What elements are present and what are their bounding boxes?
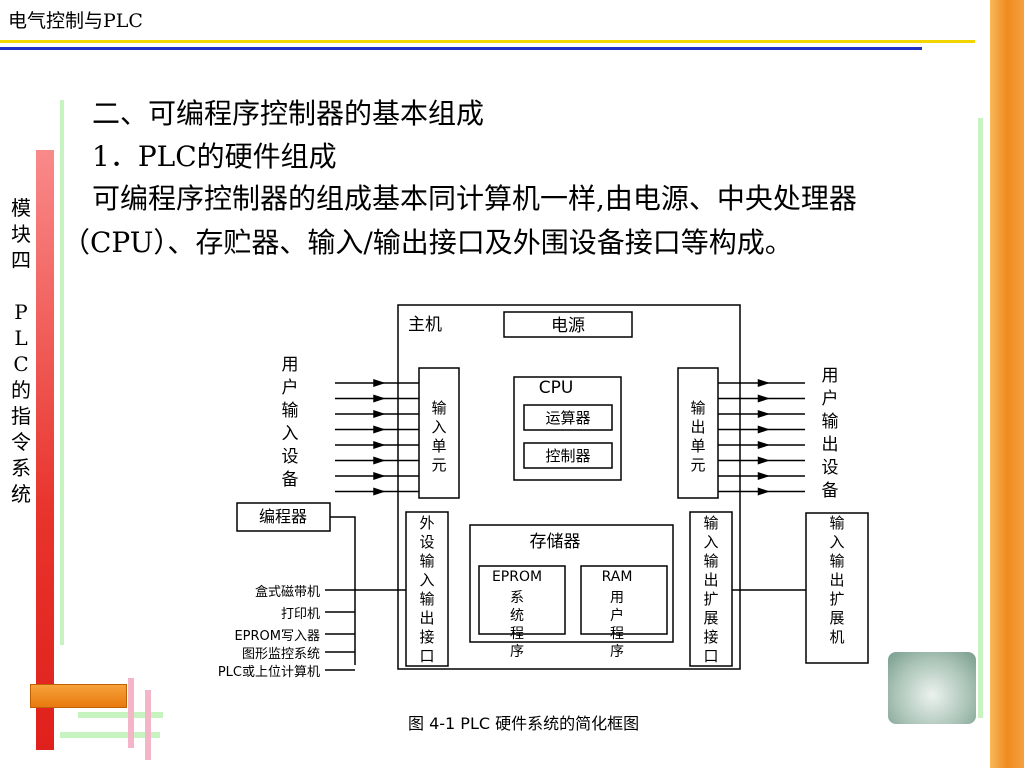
host-box bbox=[397, 304, 741, 670]
arrow-head bbox=[373, 394, 386, 403]
green-bar-decoration bbox=[78, 712, 163, 718]
arrow-head bbox=[757, 471, 770, 481]
host-label: 主机 bbox=[408, 315, 442, 335]
peripheral-interface-label: 外设输入输出接口 bbox=[419, 514, 434, 665]
orange-block-decoration bbox=[30, 684, 127, 708]
memory-label: 存储器 bbox=[530, 532, 581, 552]
header-blue-line bbox=[0, 47, 922, 50]
eprom-sub-label: 系统程序 bbox=[510, 590, 524, 660]
device-label: 图形监控系统 bbox=[242, 647, 320, 662]
pink-bar-decoration-2 bbox=[145, 690, 151, 760]
arrow-head bbox=[373, 440, 386, 450]
subsection-heading: 1．PLC的硬件组成 bbox=[92, 140, 337, 173]
header-title: 电气控制与PLC bbox=[8, 10, 143, 32]
arrow-head bbox=[757, 456, 770, 465]
arrow-head bbox=[373, 487, 386, 496]
alu-label: 运算器 bbox=[545, 409, 590, 427]
arrow-head bbox=[757, 394, 770, 403]
device-label: 盒式磁带机 bbox=[255, 584, 320, 600]
arrow-head bbox=[757, 378, 770, 388]
ram-sub-label: 用户程序 bbox=[610, 590, 624, 660]
eprom-box bbox=[478, 565, 566, 635]
power-label: 电源 bbox=[551, 316, 585, 336]
alu-box bbox=[523, 404, 613, 431]
header-yellow-line bbox=[0, 40, 975, 43]
output-unit-label: 输出单元 bbox=[690, 399, 705, 474]
io-expansion-interface-box bbox=[689, 511, 733, 667]
green-bar-decoration-2 bbox=[60, 732, 160, 738]
power-box bbox=[503, 311, 633, 338]
memory-box bbox=[469, 524, 674, 643]
pink-bar-decoration bbox=[128, 678, 134, 748]
input-unit-box bbox=[418, 367, 460, 499]
io-expansion-unit-label: 输入输出扩展机 bbox=[829, 514, 844, 646]
device-label: 打印机 bbox=[281, 607, 320, 622]
controller-box bbox=[523, 442, 613, 469]
ram-box bbox=[580, 565, 668, 635]
left-decorative-bar bbox=[36, 150, 54, 750]
right-decorative-strip bbox=[990, 0, 1024, 768]
eprom-label: EPROM bbox=[492, 569, 542, 585]
input-arrows bbox=[335, 378, 419, 496]
programmer-label: 编程器 bbox=[259, 507, 307, 526]
arrow-head bbox=[373, 409, 386, 419]
cpu-box bbox=[513, 376, 622, 481]
arrow-head bbox=[373, 456, 386, 465]
arrow-head bbox=[757, 425, 770, 434]
right-green-line bbox=[978, 118, 983, 718]
peripheral-interface-box bbox=[405, 511, 449, 667]
section-heading: 二、可编程序控制器的基本组成 bbox=[92, 97, 485, 130]
ram-label: RAM bbox=[602, 569, 633, 585]
io-expansion-interface-label: 输入输出扩展接口 bbox=[703, 514, 718, 665]
user-input-devices-label: 用户输入设备 bbox=[282, 355, 299, 490]
io-expansion-unit-box bbox=[805, 512, 869, 664]
left-green-line bbox=[60, 100, 64, 645]
device-label: PLC或上位计算机 bbox=[218, 665, 320, 680]
output-unit-box bbox=[677, 367, 719, 499]
cpu-label: CPU bbox=[539, 378, 574, 398]
arrow-head bbox=[757, 487, 770, 496]
output-arrows bbox=[718, 378, 805, 496]
figure-caption: 图 4-1 PLC 硬件系统的简化框图 bbox=[408, 714, 640, 733]
body-paragraph: 可编程序控制器的组成基本同计算机一样,由电源、中央处理器（CPU）、存贮器、输入… bbox=[62, 182, 857, 259]
arrow-head bbox=[757, 440, 770, 450]
user-output-devices-label: 用户输出设备 bbox=[822, 366, 839, 501]
arrow-head bbox=[373, 471, 386, 481]
landscape-image-decoration bbox=[888, 652, 976, 724]
input-unit-label: 输入单元 bbox=[431, 399, 446, 474]
arrow-head bbox=[373, 378, 386, 388]
device-label: EPROM写入器 bbox=[234, 629, 320, 644]
arrow-head bbox=[373, 425, 386, 434]
arrow-head bbox=[757, 409, 770, 419]
controller-label: 控制器 bbox=[545, 447, 590, 465]
